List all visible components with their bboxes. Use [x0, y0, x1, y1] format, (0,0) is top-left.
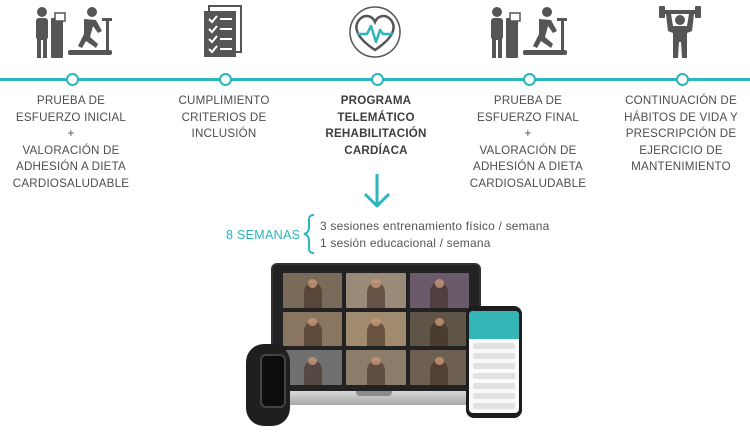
- arrow-down-icon: [362, 172, 392, 210]
- treadmill-test-icon: [487, 4, 571, 60]
- step-maintenance-text: CONTINUACIÓN DE HÁBITOS DE VIDA Y PRESCR…: [616, 93, 746, 176]
- laptop-notch: [356, 391, 392, 396]
- timeline-node: [66, 73, 79, 86]
- video-tile: [283, 312, 342, 347]
- fitness-tracker-screen: [260, 354, 286, 408]
- curly-brace-icon: [302, 213, 316, 255]
- step-inclusion-text: CUMPLIMIENTO CRITERIOS DE INCLUSIÓN: [164, 93, 284, 143]
- video-tile: [346, 312, 405, 347]
- step-final-test-text: PRUEBA DE ESFUERZO FINAL + VALORACIÓN DE…: [463, 93, 593, 192]
- heart-monitor-icon: [347, 4, 403, 60]
- timeline-node: [676, 73, 689, 86]
- weeks-item-education: 1 sesión educacional / semana: [320, 236, 491, 250]
- video-tile: [410, 273, 469, 308]
- video-tile: [410, 312, 469, 347]
- checklist-icon: [201, 4, 245, 60]
- video-call-grid: [283, 273, 469, 385]
- video-tile: [283, 273, 342, 308]
- timeline-node: [523, 73, 536, 86]
- timeline-node: [371, 73, 384, 86]
- weightlifter-icon: [657, 4, 703, 60]
- smartphone-screen: [469, 311, 519, 413]
- video-tile: [346, 273, 405, 308]
- weeks-label: 8 SEMANAS: [226, 228, 300, 242]
- video-tile: [283, 350, 342, 385]
- weeks-item-training: 3 sesiones entrenamiento físico / semana: [320, 219, 549, 233]
- video-tile: [346, 350, 405, 385]
- timeline-node: [219, 73, 232, 86]
- smartphone-app-image: [466, 306, 522, 418]
- treadmill-test-icon: [32, 4, 116, 60]
- laptop-video-call-image: [271, 263, 481, 395]
- video-tile: [410, 350, 469, 385]
- step-program-text: PROGRAMA TELEMÁTICO REHABILITACIÓN CARDÍ…: [316, 93, 436, 159]
- step-initial-test-text: PRUEBA DE ESFUERZO INICIAL + VALORACIÓN …: [6, 93, 136, 192]
